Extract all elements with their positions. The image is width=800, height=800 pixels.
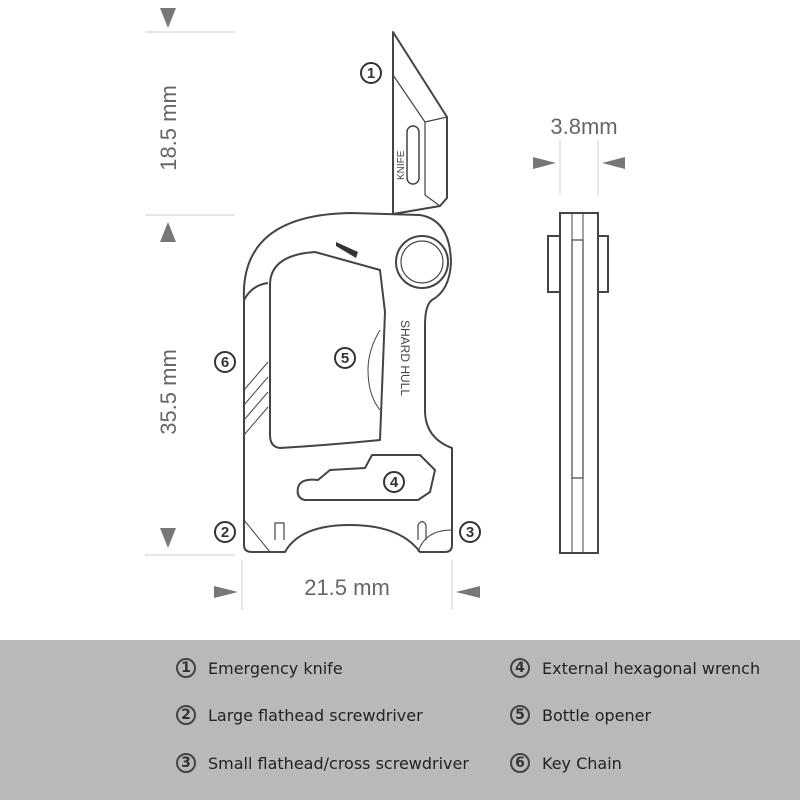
- legend-label: Emergency knife: [208, 658, 343, 678]
- callout-2: 2: [214, 521, 236, 543]
- svg-text:2: 2: [221, 524, 229, 541]
- width-label: 21.5 mm: [304, 575, 390, 600]
- blade-length-label: 18.5 mm: [156, 85, 181, 171]
- flathead-icon: [274, 522, 285, 540]
- tool-body: SHARD HULL: [242, 212, 453, 553]
- legend-label: External hexagonal wrench: [542, 658, 761, 678]
- legend-item-key-chain: 6 Key Chain: [510, 753, 622, 773]
- legend-label: Small flathead/cross screwdriver: [208, 753, 469, 773]
- body-length-label: 35.5 mm: [156, 349, 181, 435]
- legend-item-emergency-knife: 1 Emergency knife: [176, 658, 343, 678]
- brand-engraving: SHARD HULL: [398, 320, 412, 396]
- legend-number: 3: [176, 753, 196, 773]
- svg-text:6: 6: [221, 354, 229, 371]
- svg-text:4: 4: [390, 474, 399, 491]
- dimension-arrows: [160, 8, 625, 598]
- dimension-lines: [145, 31, 599, 610]
- legend-number: 6: [510, 753, 530, 773]
- legend-label: Bottle opener: [542, 705, 652, 725]
- arrow-engraving: [336, 242, 358, 258]
- legend-label: Large flathead screwdriver: [208, 705, 423, 725]
- svg-text:1: 1: [367, 65, 375, 82]
- legend-number: 2: [176, 705, 196, 725]
- callouts: 1 2 3 4 5 6: [214, 62, 481, 543]
- legend-number: 1: [176, 658, 196, 678]
- legend-label: Key Chain: [542, 753, 622, 773]
- legend-item-small-screwdriver: 3 Small flathead/cross screwdriver: [176, 753, 469, 773]
- callout-5: 5: [334, 347, 356, 369]
- legend-number: 4: [510, 658, 530, 678]
- svg-text:5: 5: [341, 350, 349, 367]
- knife-blade: KNIFE: [392, 31, 448, 215]
- callout-4: 4: [383, 471, 405, 493]
- keychain-hatching: [243, 361, 269, 436]
- legend-item-hex-wrench: 4 External hexagonal wrench: [510, 658, 760, 678]
- callout-3: 3: [459, 521, 481, 543]
- legend-item-bottle-opener: 5 Bottle opener: [510, 705, 651, 725]
- side-view: [547, 212, 609, 554]
- thickness-label: 3.8mm: [550, 114, 617, 139]
- cross-screwdriver-icon: [417, 520, 427, 540]
- legend-item-large-flathead: 2 Large flathead screwdriver: [176, 705, 423, 725]
- legend-number: 5: [510, 705, 530, 725]
- callout-1: 1: [360, 62, 382, 84]
- tool-diagram: 18.5 mm 35.5 mm 21.5 mm 3.8mm KNIFE SHAR…: [145, 8, 625, 610]
- knife-engraving: KNIFE: [396, 150, 407, 180]
- svg-text:3: 3: [466, 524, 474, 541]
- callout-6: 6: [214, 351, 236, 373]
- legend-panel: 1 Emergency knife 2 Large flathead screwdr…: [0, 640, 800, 800]
